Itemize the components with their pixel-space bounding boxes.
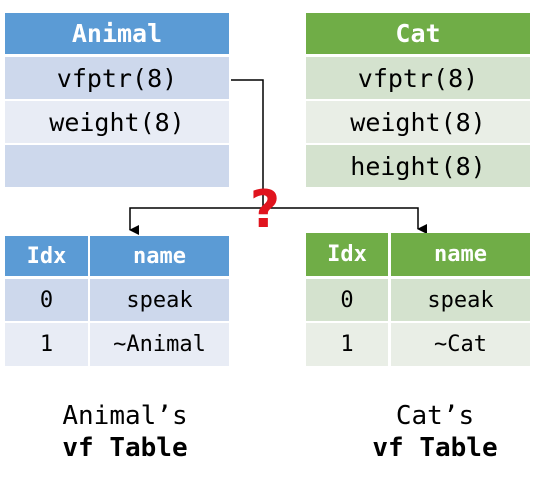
animal-class-title: Animal (5, 13, 229, 54)
cat-field-height: height(8) (306, 145, 530, 187)
animal-vftable-name-header: name (90, 236, 229, 276)
arrow-to-cat-vftable (263, 207, 427, 234)
cat-vftable-caption-line2: vf Table (372, 433, 498, 463)
cat-field-weight: weight(8) (306, 101, 530, 143)
cat-class-title: Cat (306, 13, 530, 54)
animal-vftable-caption: Animal’s vf Table (5, 400, 245, 464)
arrow-to-animal-vftable (129, 207, 263, 235)
question-mark: ? (250, 180, 280, 240)
cat-vftable-row-0-idx: 0 (306, 279, 388, 321)
cat-vftable-row-0-name: speak (391, 279, 530, 321)
cat-vftable-name-header: name (391, 233, 530, 276)
cat-vftable-idx-header: Idx (306, 233, 388, 276)
animal-vftable-row-0-name: speak (90, 279, 229, 321)
animal-vftable-row-1-idx: 1 (5, 323, 88, 366)
cat-vftable-caption: Cat’s vf Table (315, 400, 549, 464)
animal-field-vfptr: vfptr(8) (5, 57, 229, 99)
animal-field-empty (5, 145, 229, 187)
animal-vftable-caption-line2: vf Table (62, 433, 188, 463)
cat-vftable-row-1-name: ~Cat (391, 323, 530, 366)
animal-vftable-caption-line1: Animal’s (62, 401, 188, 431)
cat-vftable-caption-line1: Cat’s (395, 401, 475, 431)
cat-vftable-row-1-idx: 1 (306, 323, 388, 366)
animal-vftable-row-1-name: ~Animal (90, 323, 229, 366)
animal-field-weight: weight(8) (5, 101, 229, 143)
vfptr-connector-line (231, 79, 264, 208)
animal-vftable-idx-header: Idx (5, 236, 88, 276)
cat-field-vfptr: vfptr(8) (306, 57, 530, 99)
animal-vftable-row-0-idx: 0 (5, 279, 88, 321)
